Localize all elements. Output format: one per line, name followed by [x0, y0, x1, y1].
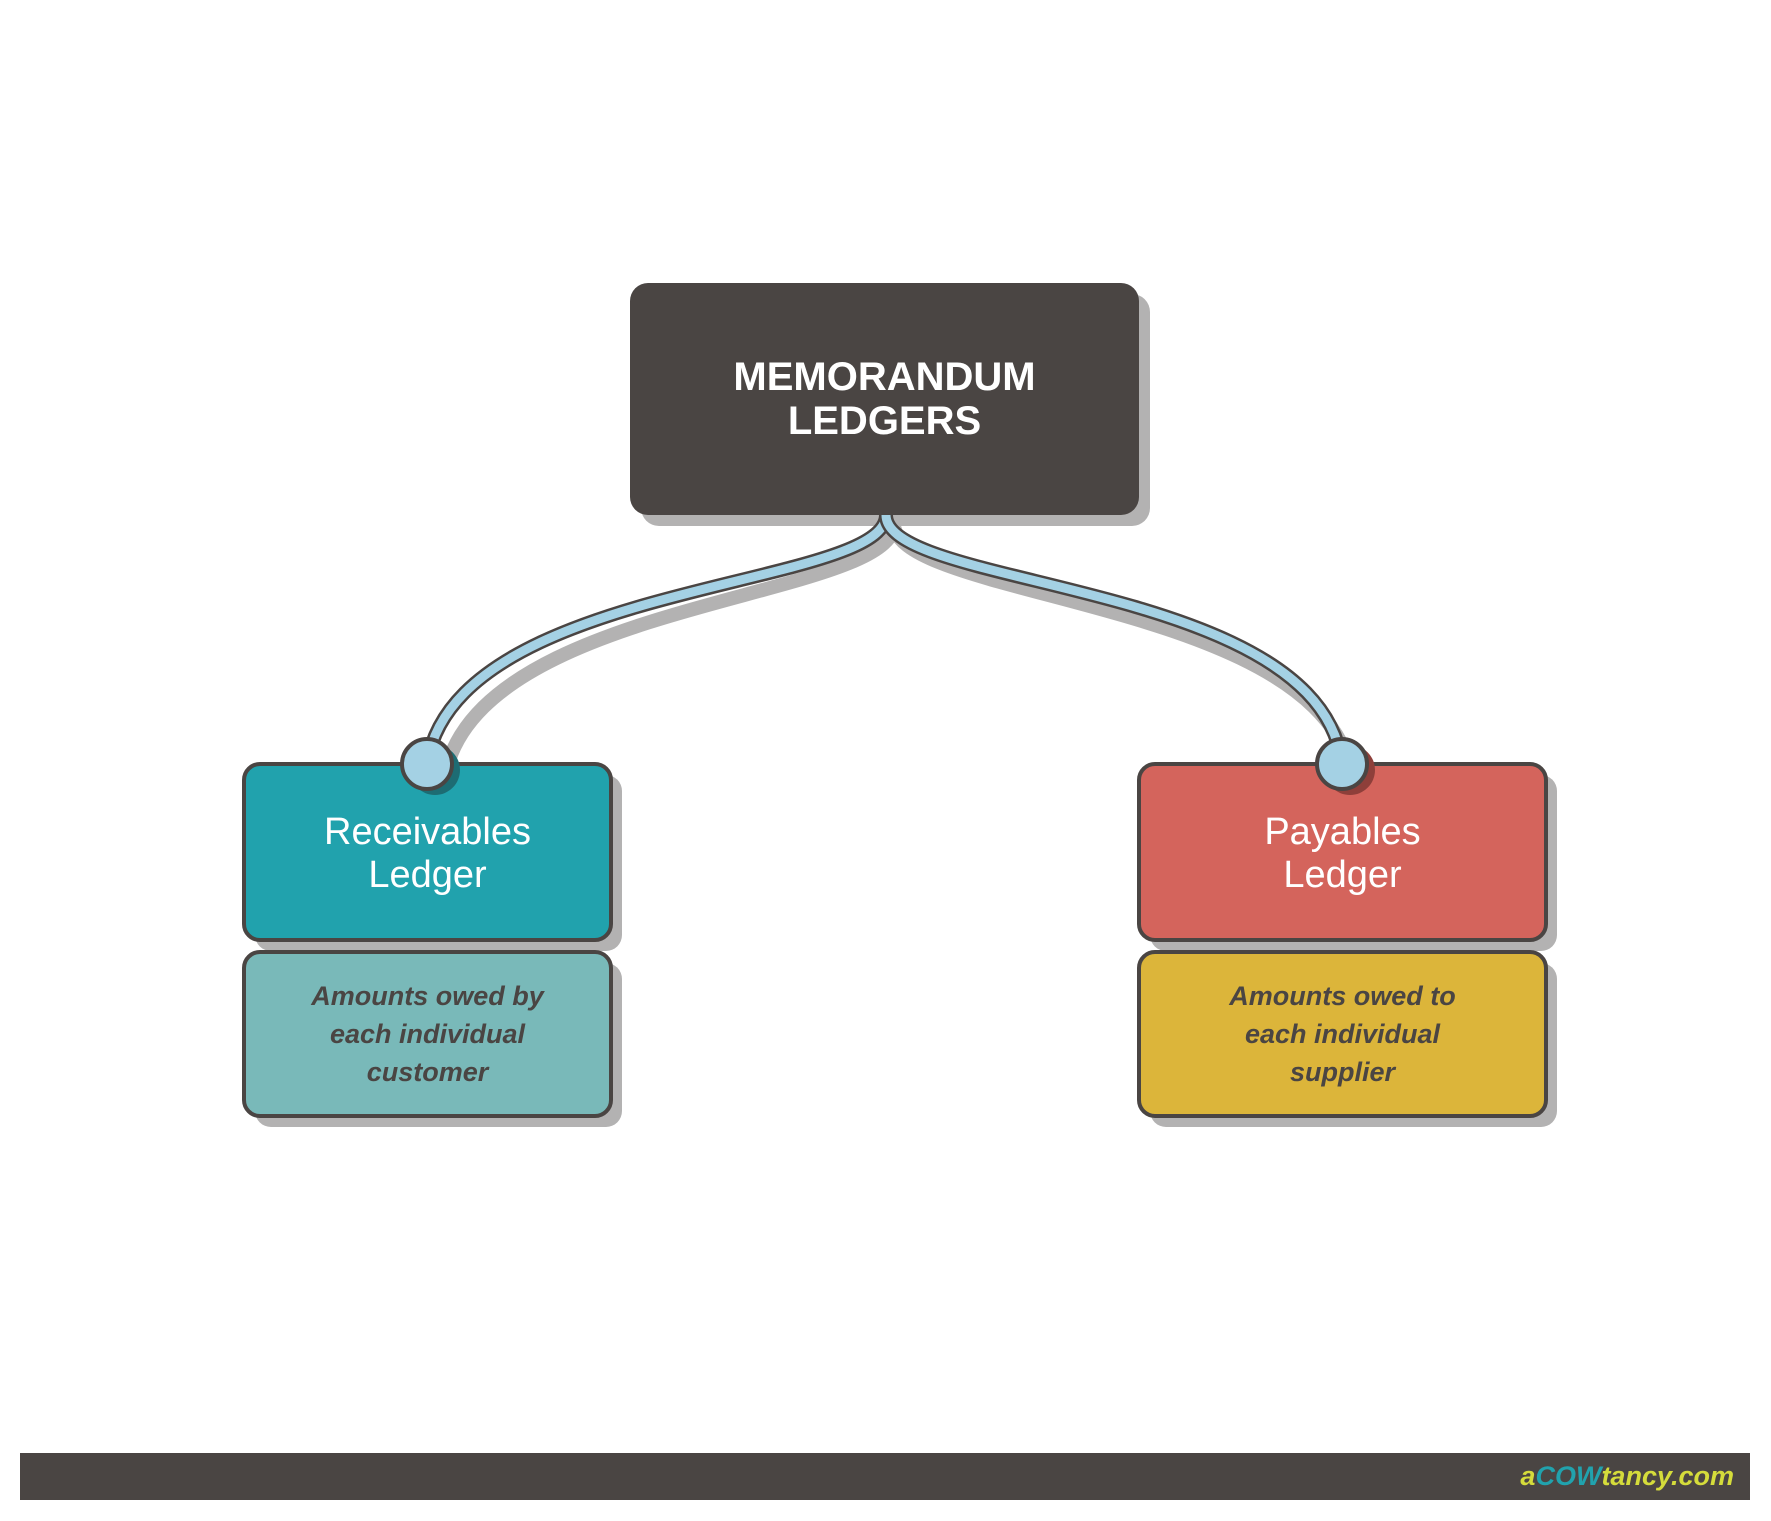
receivables-label-line1: Receivables	[324, 811, 531, 853]
brand-logo: aCOWtancy.com	[1520, 1461, 1734, 1492]
connector-end-left-icon	[400, 737, 454, 791]
receivables-desc-line: Amounts owed by	[311, 981, 544, 1011]
root-node	[630, 283, 1139, 515]
logo-part: tancy.com	[1601, 1461, 1734, 1491]
payables-desc-node	[1137, 950, 1548, 1118]
payables-label: Payables Ledger	[1139, 790, 1546, 918]
connector-right	[879, 513, 1349, 765]
root-title-line1: MEMORANDUM	[733, 355, 1036, 399]
footer-bar: aCOWtancy.com	[20, 1453, 1750, 1500]
connector-left	[420, 513, 893, 766]
receivables-label: Receivables Ledger	[244, 790, 611, 918]
receivables-desc-line: customer	[366, 1057, 489, 1087]
connector-end-right-icon	[1315, 737, 1369, 791]
payables-label-line2: Ledger	[1283, 854, 1402, 896]
payables-desc-line: Amounts owed to	[1229, 981, 1456, 1011]
receivables-desc-line: each individual	[329, 1019, 526, 1049]
payables-desc-line: supplier	[1289, 1057, 1396, 1087]
logo-part: a	[1520, 1461, 1536, 1491]
payables-label-line1: Payables	[1264, 811, 1421, 853]
root-title-line2: LEDGERS	[787, 399, 982, 443]
root-title: MEMORANDUM LEDGERS	[630, 283, 1139, 515]
receivables-desc: Amounts owed by each individual customer	[244, 952, 611, 1116]
payables-desc-line: each individual	[1244, 1019, 1441, 1049]
logo-part: COW	[1535, 1461, 1602, 1491]
receivables-label-line2: Ledger	[368, 854, 487, 896]
receivables-desc-node	[242, 950, 613, 1118]
payables-desc: Amounts owed to each individual supplier	[1139, 952, 1546, 1116]
